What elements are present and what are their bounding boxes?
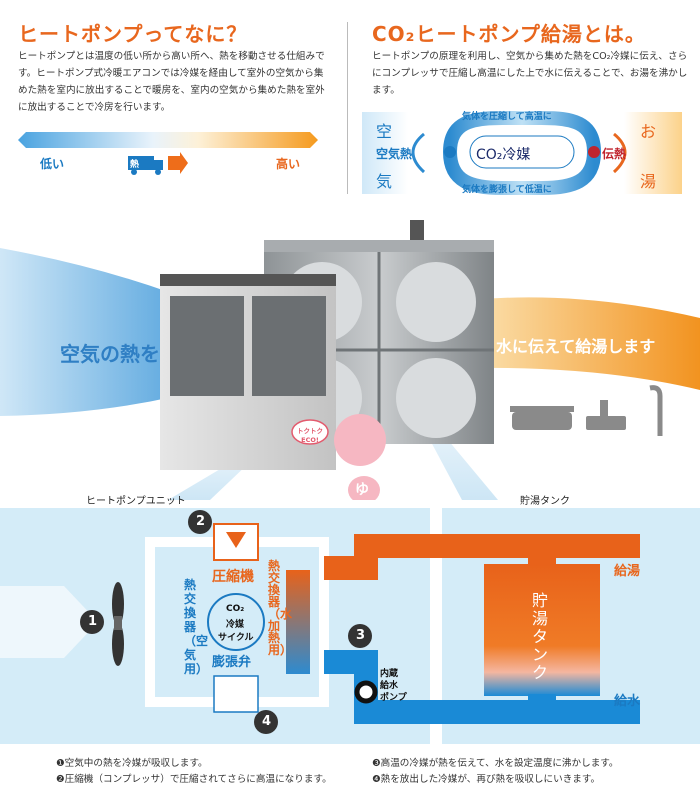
air-char-1: 空 <box>376 122 393 141</box>
pump-label-1: 内蔵 <box>380 669 399 679</box>
tank-bottom-neck <box>528 694 556 712</box>
equipment-illustration <box>0 220 700 500</box>
heat-pump-unit-label: ヒートポンプユニット <box>86 496 186 507</box>
cycle-line-1: CO₂ <box>226 604 245 614</box>
mascot-character: ゆ <box>355 482 369 498</box>
hot-water-panel <box>624 112 682 194</box>
step-4-marker <box>254 710 278 734</box>
tank-callout-wedge <box>430 440 498 500</box>
co2-cycle-graphic <box>362 111 682 195</box>
air-char-2: 気 <box>376 172 393 191</box>
left-cycle-arrow <box>411 132 426 174</box>
orange-arrow-icon <box>168 152 188 174</box>
water-hx <box>286 570 310 674</box>
step-3-marker <box>348 624 372 648</box>
air-intake-arrow <box>0 586 98 658</box>
step-3-number: 3 <box>356 628 366 643</box>
cold-water-in-label: 給水 <box>614 694 641 709</box>
tank-body <box>484 564 600 696</box>
mascot-pig <box>291 414 386 500</box>
section-divider <box>347 22 348 194</box>
pump-icon <box>354 680 378 704</box>
temperature-gradient-arrow <box>18 132 318 148</box>
refrigerant-label: CO₂冷媒 <box>476 147 531 163</box>
pump-label-2: 給水 <box>380 681 399 691</box>
hot-water-banner <box>470 297 700 390</box>
air-hx-label: 熱交換器（空気用） <box>184 578 209 676</box>
expand-label: 気体を膨張して低温に <box>462 185 552 195</box>
faucet-icon <box>586 400 626 430</box>
cycle-line-3: サイクル <box>218 633 254 643</box>
shower-icon <box>649 385 663 436</box>
step-1-marker <box>80 610 104 634</box>
high-label: 高い <box>276 157 301 171</box>
hot-water-out-label: 給湯 <box>614 564 641 579</box>
cycle-ring <box>207 593 265 651</box>
heat-flow-graphic <box>18 132 318 175</box>
caption-step-2: ❷圧縮機（コンプレッサ）で圧縮されてさらに高温になります。 <box>56 774 332 785</box>
step-2-marker <box>188 510 212 534</box>
expansion-valve-box <box>213 675 259 713</box>
compressor-label: 圧縮機 <box>212 569 254 585</box>
system-diagram <box>0 508 700 744</box>
storage-tank-label: 貯湯タンク <box>520 496 570 507</box>
mascot-badge-text: トクトク ECO! <box>297 427 323 444</box>
cycle-line-2: 冷媒 <box>226 620 245 630</box>
refrigerant-box <box>469 135 575 169</box>
hot-water-banner-text: 水に伝えて給湯します <box>496 337 656 356</box>
heat-pump-description: ヒートポンプとは温度の低い所から高い所へ、熱を移動させる仕組みです。ヒートポンプ… <box>18 51 325 113</box>
heat-pump-title: ヒートポンプってなに？ <box>18 22 248 46</box>
step-1-number: 1 <box>88 614 98 629</box>
right-cycle-arrow <box>612 132 627 174</box>
compress-label: 気体を圧縮して高温に <box>462 112 552 122</box>
hot-water-pipe <box>324 534 640 580</box>
caption-step-3: ❸高温の冷媒が熱を伝えて、水を設定温度に沸かします。 <box>372 758 619 769</box>
caption-step-1: ❶空気中の熱を冷媒が吸収します。 <box>56 758 208 769</box>
tank-top-neck <box>528 546 556 566</box>
tank-name-label: 貯湯タンク <box>532 591 549 682</box>
hot-water-char-1: お <box>640 122 657 141</box>
air-heat-node <box>444 146 456 158</box>
step-4-number: 4 <box>262 714 272 729</box>
air-heat-banner-text: 空気の熱を <box>60 342 160 366</box>
unit-callout-wedge <box>168 462 250 500</box>
expansion-valve-label: 膨張弁 <box>212 655 252 670</box>
fan-icon <box>112 582 124 666</box>
low-label: 低い <box>40 157 65 171</box>
water-hx-label: 熱交換器（水加熱用） <box>268 559 293 657</box>
bath-icon <box>510 406 574 430</box>
transfer-node <box>588 146 600 158</box>
compressor-box <box>213 523 259 561</box>
caption-step-4: ❹熱を放出した冷媒が、再び熱を吸収しにいきます。 <box>372 774 601 785</box>
air-panel <box>362 112 408 194</box>
co2-heat-pump-title: CO₂ヒートポンプ給湯とは。 <box>372 22 646 46</box>
heat-label: 熱 <box>130 160 140 170</box>
co2-heat-pump-description: ヒートポンプの原理を利用し、空気から集めた熱をCO₂冷媒に伝え、さらにコンプレッ… <box>372 51 688 96</box>
pump-label-3: ポンプ <box>380 693 407 703</box>
step-2-number: 2 <box>196 514 206 529</box>
hot-water-char-2: 湯 <box>640 172 657 191</box>
transfer-label: 伝熱 <box>602 147 627 161</box>
air-heat-label: 空気熱 <box>376 147 413 161</box>
truck-icon <box>128 156 163 175</box>
compressor-arrow-icon <box>226 532 246 548</box>
